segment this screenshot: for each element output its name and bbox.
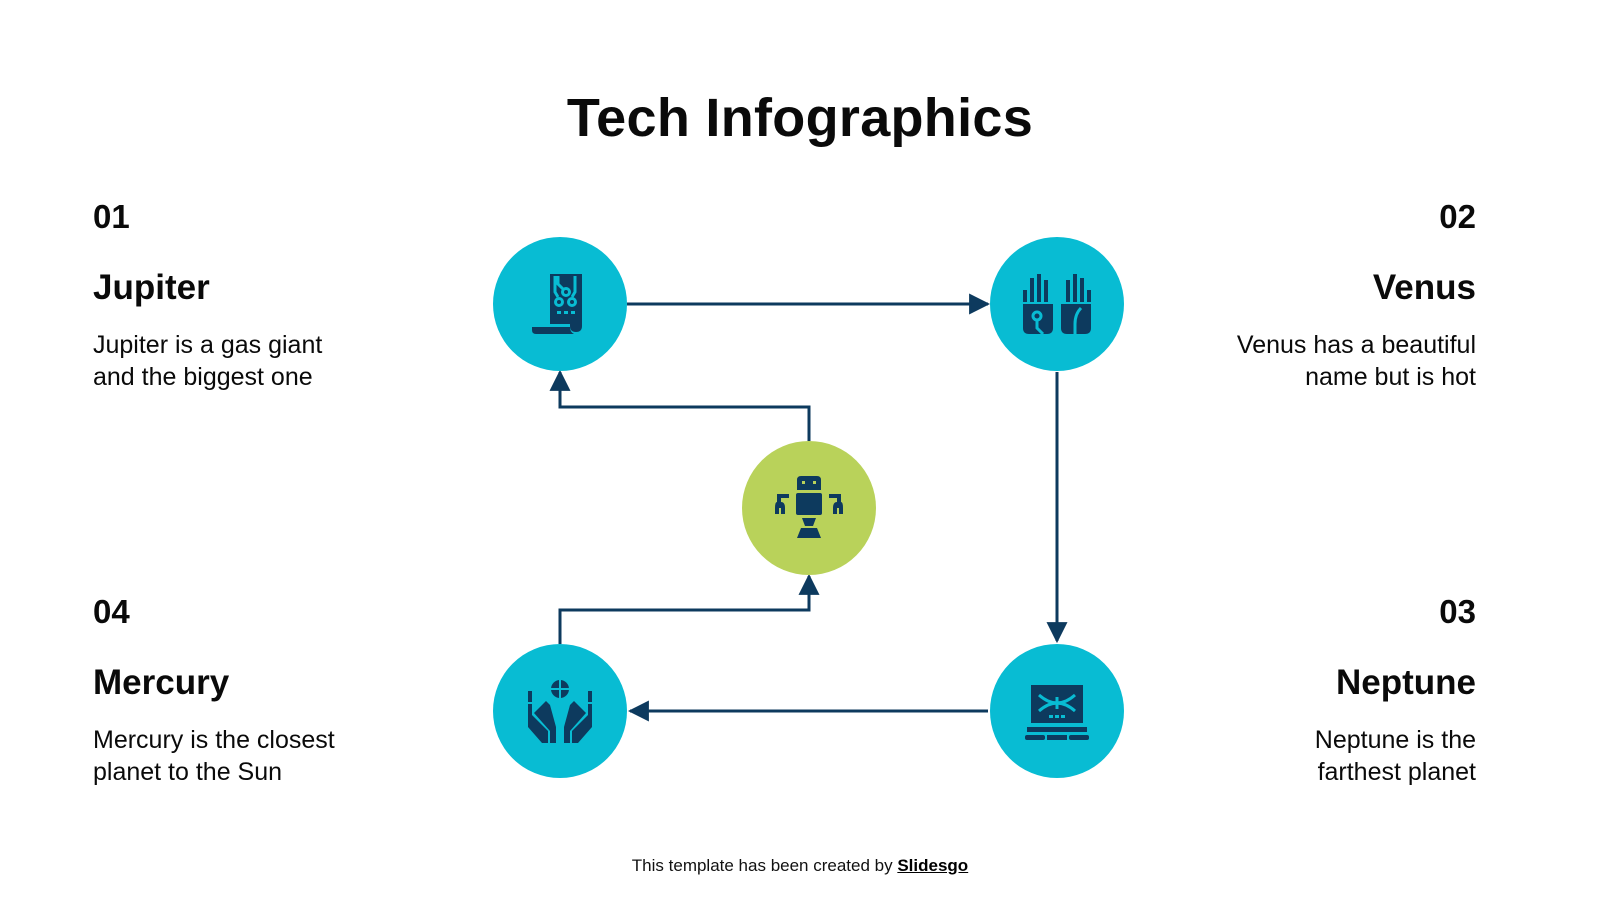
dna-laptop-icon (1025, 685, 1089, 740)
step-number: 01 (93, 198, 130, 235)
step-description: Jupiter is a gas giant and the biggest o… (93, 329, 413, 393)
step-number: 04 (93, 593, 130, 630)
step-block-jupiter: 01 Jupiter Jupiter is a gas giant and th… (93, 197, 413, 393)
description-line: planet to the Sun (93, 758, 283, 786)
footer-credit: This template has been created by Slides… (0, 856, 1600, 876)
node-neptune (990, 644, 1124, 778)
description-line: and the biggest one (93, 363, 313, 391)
step-title: Venus (1372, 268, 1476, 307)
cyber-hands-icon (1023, 274, 1091, 336)
node-jupiter (493, 237, 627, 371)
connector-center-to-jupiter (549, 369, 811, 441)
circuit-document-icon (532, 274, 582, 334)
description-line: Mercury is the closest (93, 726, 335, 754)
step-description: Mercury is the closest planet to the Sun (93, 724, 413, 788)
node-mercury (493, 644, 627, 778)
description-line: Venus has a beautiful (1236, 331, 1476, 359)
step-number: 03 (1439, 593, 1476, 630)
step-number: 02 (1439, 198, 1476, 235)
description-line: name but is hot (1305, 363, 1476, 391)
description-line: Neptune is the (1314, 726, 1476, 754)
hands-globe-icon (528, 680, 592, 743)
footer-brand-link[interactable]: Slidesgo (897, 856, 969, 875)
description-line: Jupiter is a gas giant (93, 331, 323, 359)
step-block-venus: 02 Venus Venus has a beautiful name but … (1156, 197, 1476, 393)
step-description: Venus has a beautiful name but is hot (1156, 329, 1476, 393)
node-center-robot (742, 441, 876, 575)
connector-mercury-to-center (558, 573, 820, 644)
step-title: Mercury (93, 663, 230, 702)
step-title: Jupiter (93, 268, 210, 307)
page-title: Tech Infographics (566, 88, 1034, 148)
node-venus (990, 237, 1124, 371)
step-block-mercury: 04 Mercury Mercury is the closest planet… (93, 592, 413, 788)
description-line: farthest planet (1317, 758, 1476, 786)
robot-icon (775, 476, 843, 538)
footer-text: This template has been created by (631, 856, 898, 875)
step-block-neptune: 03 Neptune Neptune is the farthest plane… (1156, 592, 1476, 788)
step-description: Neptune is the farthest planet (1156, 724, 1476, 788)
step-title: Neptune (1336, 663, 1476, 702)
